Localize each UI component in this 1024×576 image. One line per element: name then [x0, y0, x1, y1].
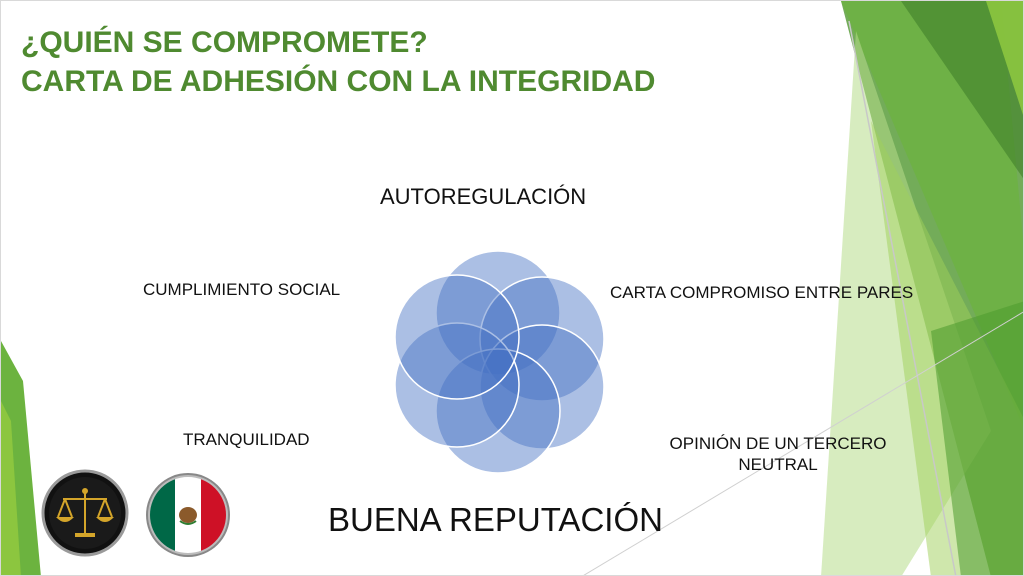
mexico-flag-icon: [146, 473, 230, 557]
petal-circle: [435, 250, 561, 376]
flower-diagram: [394, 250, 605, 474]
label-buena-reputacion: BUENA REPUTACIÓN: [328, 501, 663, 538]
petal-circle: [435, 348, 561, 474]
label-opinion-tercero: OPINIÓN DE UN TERCERO NEUTRAL: [669, 434, 887, 474]
label-autoregulacion: AUTOREGULACIÓN: [380, 184, 587, 209]
label-carta-compromiso: CARTA COMPROMISO ENTRE PARES: [610, 283, 914, 302]
slide-title: ¿QUIÉN SE COMPROMETE? CARTA DE ADHESIÓN …: [21, 23, 655, 101]
title-line-2: CARTA DE ADHESIÓN CON LA INTEGRIDAD: [21, 65, 656, 98]
petal-circle: [479, 324, 605, 450]
label-cumplimiento-social: CUMPLIMIENTO SOCIAL: [143, 280, 341, 299]
petal-circle: [394, 274, 520, 400]
petal-circle: [394, 322, 520, 448]
balance-scale-icon: [41, 469, 129, 557]
label-tranquilidad: TRANQUILIDAD: [183, 430, 310, 449]
title-line-1: ¿QUIÉN SE COMPROMETE?: [21, 26, 428, 59]
petal-circle: [479, 276, 605, 402]
